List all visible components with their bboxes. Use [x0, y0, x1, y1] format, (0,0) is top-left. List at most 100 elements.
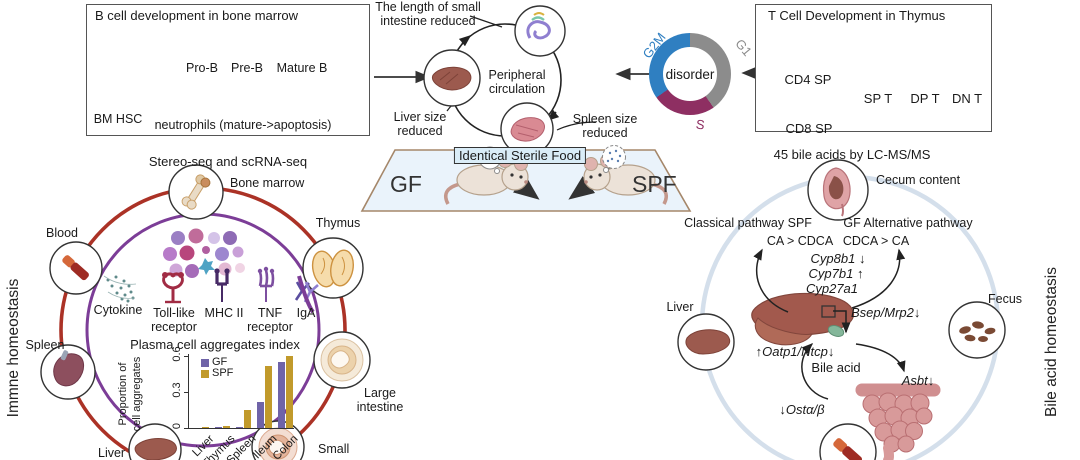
chart-bar — [236, 426, 243, 428]
chart-bar — [202, 426, 209, 428]
arrow-bsep — [833, 310, 851, 334]
circulation-intestine-node — [514, 5, 566, 57]
toll-like-receptor-icon — [162, 272, 184, 304]
chart-legend-label: SPF — [212, 367, 234, 379]
chart-bar — [265, 365, 272, 428]
chart-y-axis-label: Proportion of cell aggregates — [117, 356, 143, 432]
liver-label: Liver — [98, 446, 126, 460]
chart-bar — [278, 362, 285, 428]
intestine-length-label: The length of small intestine reduced — [375, 0, 481, 28]
spleen-small-icon — [510, 117, 545, 142]
osta-label: ↓Ostα/β — [779, 402, 825, 417]
bcell-development-box — [86, 4, 370, 136]
tnf-label: TNF receptor — [247, 306, 293, 334]
cecum-icon — [822, 167, 851, 217]
fecus-label: Fecus — [988, 292, 1023, 306]
immune-cell-cluster-icon — [163, 228, 245, 278]
cytokine-icon — [103, 275, 137, 303]
cytokine-label: Cytokine — [93, 303, 143, 317]
feces-icon — [959, 321, 996, 342]
bm-hsc-label: BM HSC — [93, 112, 143, 126]
tcell-box-title: T Cell Development in Thymus — [768, 8, 946, 23]
tnf-receptor-icon — [257, 266, 275, 302]
asbt-label: Asbt↓ — [901, 373, 935, 388]
tcell-development-box — [755, 4, 992, 132]
small-intestine-cross-section-icon — [258, 427, 298, 460]
spleen-small-icon-lines — [515, 124, 539, 138]
pro-b-label: Pro-B — [186, 61, 218, 75]
bile-liver-label: Liver — [666, 300, 694, 314]
identical-sterile-food-label: Identical Sterile Food — [453, 147, 587, 164]
immune-side-label: Immne homeostasis — [5, 278, 22, 418]
cell-cycle-center-label: disorder — [663, 47, 717, 101]
dn-t-label: DN T — [951, 91, 983, 106]
classical-ratio-label: CA > CDCA — [766, 234, 834, 248]
bone-marrow-icon — [181, 174, 211, 210]
mhc-label: MHC II — [204, 306, 244, 320]
blood-tube-icon — [62, 255, 89, 281]
thymus-node-icon — [311, 249, 354, 288]
gene-cyp27a1: Cyp27a1 — [805, 281, 859, 296]
blood-label: Blood — [46, 226, 78, 240]
s-label: S — [694, 116, 706, 133]
chart-legend-swatch — [201, 359, 209, 367]
iga-label: IgA — [296, 306, 316, 320]
cell-cycle-donut: disorder — [649, 33, 731, 115]
chart-legend-label: GF — [212, 356, 228, 368]
alternative-pathway-label: GF Alternative pathway — [843, 216, 973, 230]
chart-y-tick-label: 0.3 — [171, 382, 183, 398]
liver-small-icon-lines — [439, 71, 459, 85]
circulation-arrow-top — [458, 34, 472, 47]
liver-size-label: Liver size reduced — [393, 110, 447, 138]
fecus-node — [948, 301, 1006, 359]
stereoseq-title: Stereo-seq and scRNA-seq — [148, 154, 308, 169]
pre-b-label: Pre-B — [231, 61, 263, 75]
bsep-mrp2-label: Bsep/Mrp2↓ — [851, 305, 921, 320]
small-intestine-squiggle-green — [531, 16, 545, 21]
spleen-label: Spleen — [25, 338, 65, 352]
bile-liver-node-icon — [685, 329, 731, 355]
chart-y-tick-mark — [184, 356, 188, 357]
tlr-label: Toll-like receptor — [151, 306, 197, 334]
mature-b-label: Mature B — [276, 61, 328, 75]
chart-y-tick-mark — [184, 428, 188, 429]
serum-tube-icon — [833, 438, 862, 460]
classical-pathway-label: Classical pathway SPF — [684, 216, 812, 230]
cecum-content-label: Cecum content — [876, 173, 961, 187]
peripheral-circulation-label: Peripheral circulation — [488, 68, 546, 96]
small-intestine-squiggle-icon — [526, 20, 551, 40]
chart-y-axis — [188, 354, 189, 429]
bile-title: 45 bile acids by LC-MS/MS — [773, 147, 931, 162]
alternative-ratio-label: CDCA > CA — [842, 234, 910, 248]
spleen-node-icon — [53, 353, 84, 387]
chart-y-tick-label: 0 — [171, 422, 183, 430]
spleen-size-label: Spleen size reduced — [572, 112, 638, 140]
large-intestine-cross-section-icon — [320, 338, 364, 382]
small-intestine-squiggle-gold — [533, 12, 545, 16]
chart-bar — [215, 426, 222, 428]
immune-outer-circle — [59, 186, 347, 460]
gf-mouse-icon — [444, 154, 529, 205]
gene-cyp8b1: Cyp8b1 ↓ — [810, 251, 866, 266]
neutrophils-label: neutrophils (mature->apoptosis) — [154, 118, 332, 132]
cd4-sp-label: CD4 SP — [784, 72, 832, 87]
bone-marrow-label: Bone marrow — [230, 176, 305, 190]
dp-t-label: DP T — [910, 91, 940, 106]
chart-x-axis — [188, 428, 294, 429]
chart-bar — [257, 401, 264, 428]
chart-y-tick-label: 0.6 — [171, 346, 183, 362]
cd8-sp-label: CD8 SP — [785, 121, 833, 136]
gf-label: GF — [390, 171, 422, 197]
gene-cyp7b1: Cyp7b1 ↑ — [808, 266, 864, 281]
spf-thought-bubble-icon — [602, 145, 626, 173]
arrow-alternative-pathway — [851, 248, 906, 309]
chart-title: Plasma cell aggregates index — [130, 337, 300, 352]
connector-intestine-label — [469, 15, 503, 28]
serum-node — [819, 423, 877, 460]
chart-bar — [244, 410, 251, 428]
arrow-classical-pathway — [753, 248, 789, 313]
bcell-box-title: B cell development in bone marrow — [95, 8, 299, 23]
chart-legend-swatch — [201, 370, 209, 378]
large-intestine-label: Large intestine — [356, 386, 404, 414]
